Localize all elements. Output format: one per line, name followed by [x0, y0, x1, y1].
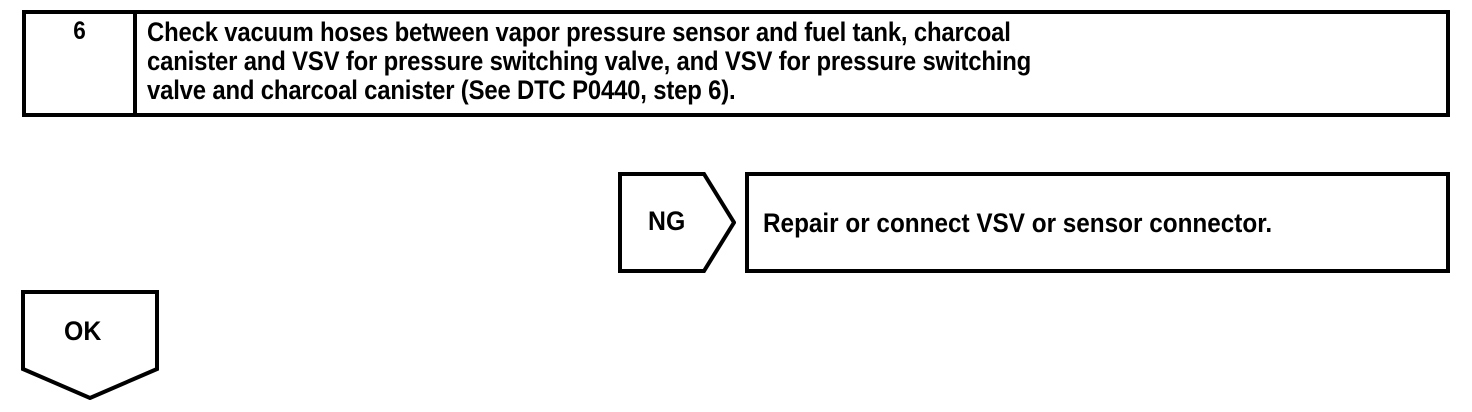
ng-arrow-shape	[618, 172, 736, 273]
step-instruction-line-3: valve and charcoal canister (See DTC P04…	[147, 75, 736, 105]
ng-result-text: Repair or connect VSV or sensor connecto…	[763, 208, 1273, 238]
ok-arrow-shape	[21, 290, 159, 400]
ok-branch-label: OK	[64, 316, 102, 346]
step-instruction-cell: Check vacuum hoses between vapor pressur…	[137, 14, 1446, 113]
step-instruction-line-1: Check vacuum hoses between vapor pressur…	[147, 17, 1011, 47]
step-number-cell: 6	[26, 14, 137, 113]
step-row-box: 6 Check vacuum hoses between vapor press…	[22, 10, 1450, 117]
step-instruction-line-2: canister and VSV for pressure switching …	[147, 46, 1032, 76]
step-number: 6	[73, 17, 86, 45]
ng-result-box: Repair or connect VSV or sensor connecto…	[745, 172, 1450, 273]
ng-branch-label: NG	[648, 206, 686, 236]
